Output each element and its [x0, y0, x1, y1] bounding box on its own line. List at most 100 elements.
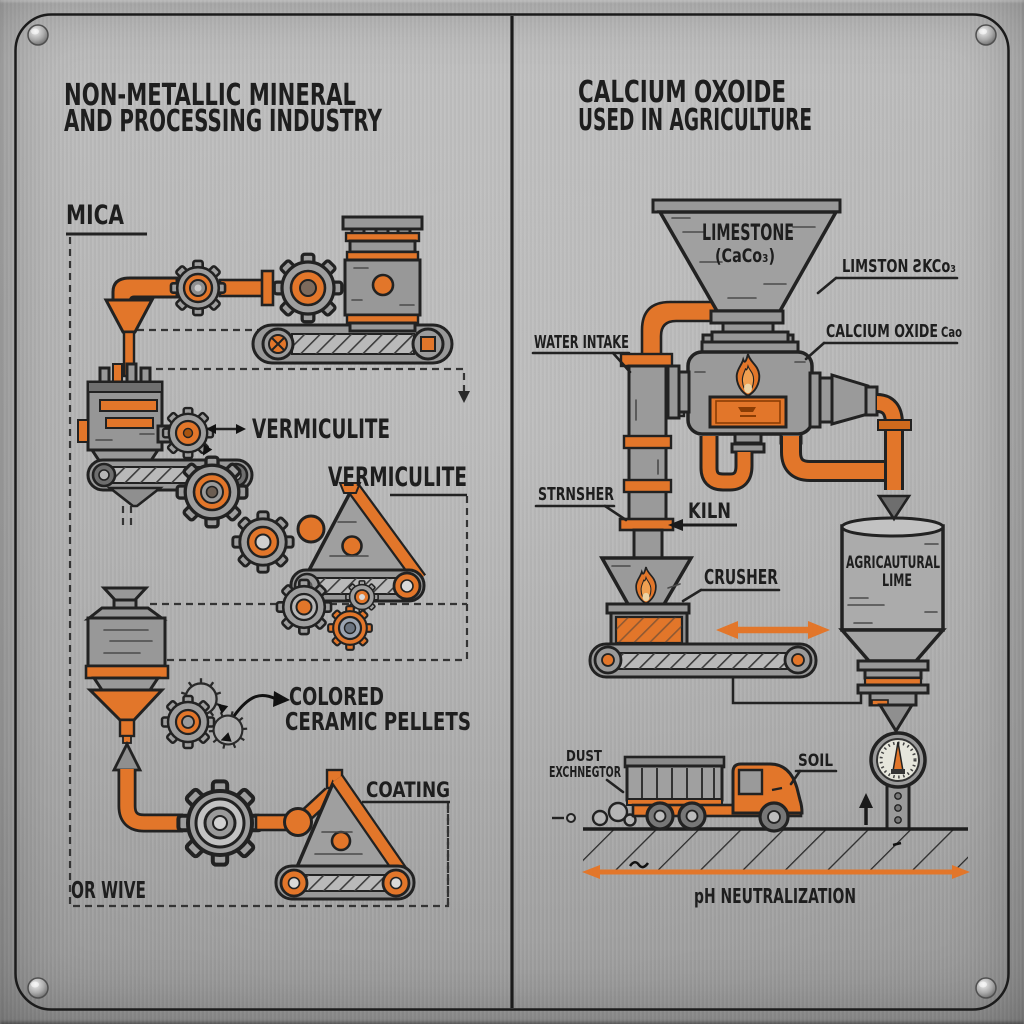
svg-text:EXCHNEGTOR: EXCHNEGTOR [549, 763, 621, 781]
drive-shaft [254, 813, 288, 832]
porthole-icon [330, 830, 352, 852]
pipe-collar [877, 419, 912, 431]
rivet-icon [27, 977, 49, 999]
coating-machine [291, 768, 411, 881]
left-panel: NON-METALLIC MINERAL AND PROCESSING INDU… [64, 78, 471, 908]
svg-text:CRUSHER: CRUSHER [704, 565, 778, 589]
smoke-puff [607, 801, 629, 823]
rivet-icon [975, 977, 997, 999]
svg-text:STRNSHER: STRNSHER [538, 484, 614, 505]
arrow-left-icon [716, 621, 738, 639]
right-title-line1: CALCIUM OXOIDE [578, 75, 786, 110]
svg-text:CERAMIC PELLETS: CERAMIC PELLETS [285, 707, 471, 736]
arrow-right-icon [808, 621, 830, 639]
right-panel: CALCIUM OXOIDE USED IN AGRICULTURE LIMES… [531, 75, 970, 908]
left-title-line2: AND PROCESSING INDUSTRY [64, 104, 383, 139]
left-title-line1: NON-METALLIC MINERAL [64, 78, 356, 113]
ball-joint [283, 807, 313, 837]
arrow-down-icon [876, 494, 912, 522]
grinder-machine [77, 362, 174, 464]
mixer-tank [341, 215, 424, 333]
smoke-puff [566, 813, 576, 823]
porthole-icon [341, 535, 363, 557]
soil-ground [583, 827, 968, 873]
water-intake-pipe [619, 300, 728, 522]
spout-arrow [877, 703, 915, 734]
lime-silo: AGRICAUTURAL LIME [838, 516, 947, 734]
arrow-left-icon [668, 519, 683, 531]
arrow-down-icon [458, 391, 470, 403]
svg-text:LIMSTON ƧKCo₃: LIMSTON ƧKCo₃ [842, 256, 956, 277]
svg-text:COATING: COATING [366, 778, 450, 802]
label-agricultural: AGRICAUTURAL [846, 553, 940, 573]
ph-gauge [869, 731, 927, 831]
label-caco3: (CaCo₃) [715, 245, 775, 267]
coating-label: COATING [362, 778, 450, 804]
crusher-conveyor [588, 642, 818, 679]
svg-text:VERMICULITE: VERMICULITE [328, 462, 467, 493]
colored-pellets-label: COLORED CERAMIC PELLETS [232, 682, 471, 736]
arrow-right-icon [273, 691, 290, 707]
kiln-label: KILN [668, 499, 737, 531]
rivet-icon [27, 24, 49, 46]
arrow-right-icon [236, 424, 246, 434]
crusher-unit [599, 517, 695, 649]
label-lime: LIME [882, 571, 912, 591]
process-flow-dashed-lines [68, 237, 470, 908]
arrow-left-icon [582, 865, 600, 879]
dart-icon [203, 444, 213, 456]
right-title-line2: USED IN AGRICULTURE [578, 103, 812, 138]
svg-text:WATER INTAKE: WATER INTAKE [534, 332, 629, 353]
label-mica: MICA [66, 200, 124, 231]
arrow-left-icon [206, 424, 216, 434]
pellet-hopper-vessel [83, 586, 170, 744]
shaft-flange [260, 269, 275, 307]
vermiculite-label-a: VERMICULITE [206, 414, 390, 445]
vermiculite-label-b: VERMICULITE [328, 462, 467, 497]
soil-label: SOIL [789, 751, 838, 786]
ph-neutralization-arrow [582, 865, 970, 879]
water-intake-label: WATER INTAKE [531, 332, 632, 374]
arrow-up-icon [111, 740, 143, 772]
pellet-gear-cluster [160, 444, 252, 755]
svg-text:CALCIUM OXIDE: CALCIUM OXIDE [826, 321, 938, 342]
arrow-up-icon [859, 793, 873, 808]
shuttle-arrow [716, 621, 830, 639]
vermiculite-machine [296, 481, 427, 584]
funnel-icon [103, 298, 155, 334]
drive-shaft [218, 278, 268, 298]
svg-text:COLORED: COLORED [289, 682, 384, 711]
smoke-puff [591, 809, 609, 827]
svg-text:KILN: KILN [688, 499, 731, 523]
limston-label: LIMSTON ƧKCo₃ [816, 256, 959, 295]
coating-conveyor [274, 864, 416, 901]
mica-feed-assembly [103, 269, 275, 378]
u-pipe [702, 436, 751, 489]
arrow-right-icon [952, 865, 970, 879]
rise-arrow [859, 793, 873, 825]
dart-icon [217, 703, 229, 714]
side-handle [77, 419, 89, 443]
ball-joint [296, 514, 326, 544]
crusher-label: CRUSHER [681, 565, 781, 603]
bird-mark [628, 861, 650, 869]
dart-icon [220, 732, 232, 742]
nozzle [830, 372, 870, 426]
discharge-cone [106, 486, 164, 508]
orange-pipe [120, 769, 183, 830]
svg-text:DUST: DUST [566, 747, 603, 765]
svg-text:Cao: Cao [941, 325, 962, 341]
or-wive-label: OR WIVE [71, 878, 146, 904]
svg-text:SOIL: SOIL [798, 751, 833, 771]
transfer-pipe [783, 436, 890, 479]
calcium-oxide-label: CALCIUM OXIDE Cao [804, 321, 962, 361]
porthole-icon [371, 273, 395, 297]
connector-line [731, 677, 863, 705]
ph-neutralization-label: pH NEUTRALIZATION [694, 884, 856, 908]
label-limestone: LIMESTONE [702, 221, 794, 246]
delivery-truck [552, 755, 804, 833]
svg-text:VERMICULITE: VERMICULITE [252, 414, 390, 445]
limestone-hopper: LIMESTONE (CaCo₃) [651, 198, 842, 348]
dust-label: DUST EXCHNEGTOR [549, 747, 625, 794]
